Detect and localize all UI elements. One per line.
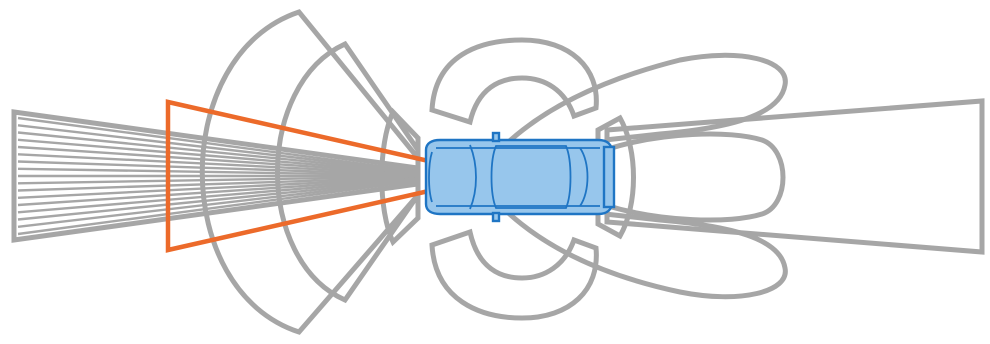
lidar-beam-line <box>17 176 417 199</box>
top-side-lobe <box>429 37 599 126</box>
car-body <box>424 138 614 216</box>
car-roof <box>490 145 572 209</box>
lidar-beam-line <box>17 179 417 236</box>
lidar-beam-line <box>17 131 417 174</box>
lidar-beam-line <box>17 167 417 177</box>
car-icon <box>424 131 616 223</box>
lidar-beam-line <box>17 160 417 176</box>
long-range-lidar-fan <box>11 109 421 243</box>
car-windshield <box>469 144 477 210</box>
front-radar-arc-middle <box>275 40 421 304</box>
lidar-beam-line <box>17 177 417 214</box>
car-mirror-top <box>491 131 501 143</box>
lidar-beam-line <box>17 124 417 173</box>
car-rear-window <box>579 147 589 207</box>
lidar-beam-line <box>17 116 417 173</box>
front-short-range-cone <box>379 107 421 247</box>
lidar-beam-line <box>17 153 417 176</box>
rear-short-range-cone <box>595 114 636 240</box>
car-rear-bumper <box>602 145 616 209</box>
bottom-side-lobe <box>429 228 599 321</box>
rear-wide-cone <box>604 98 985 255</box>
lidar-beam-line <box>17 177 417 207</box>
lidar-beam-line <box>17 178 417 221</box>
car-mirror-bottom <box>491 211 501 223</box>
car-hood-left <box>428 151 433 203</box>
lidar-beam-line <box>17 176 417 192</box>
lidar-beam-line <box>17 175 417 185</box>
lidar-beam-line <box>17 179 417 228</box>
front-camera-cone <box>165 99 496 253</box>
lidar-fan-lines <box>17 116 417 236</box>
front-radar-arc-outer <box>199 9 420 335</box>
lidar-beam-line <box>17 138 417 175</box>
lidar-beam-line <box>17 145 417 175</box>
rear-middle-lobe <box>604 131 786 223</box>
